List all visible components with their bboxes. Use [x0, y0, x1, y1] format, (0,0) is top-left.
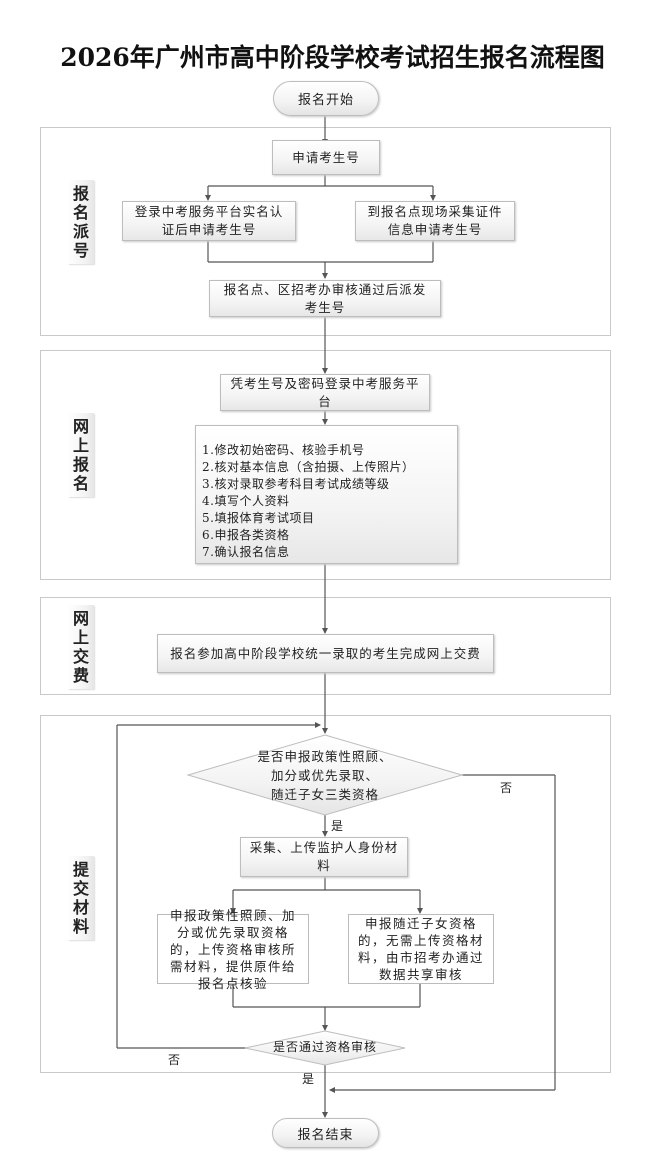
step-migrant-materials: 申报随迁子女资格的，无需上传资格材料，由市招考办通过数据共享审核 — [348, 914, 494, 984]
decision-diamond-qualifications — [186, 734, 464, 816]
label-char: 交 — [72, 647, 89, 666]
task-item: 4.填写个人资料 — [202, 494, 290, 508]
label-char: 号 — [72, 241, 89, 260]
step-apply-number: 申请考生号 — [272, 140, 380, 175]
task-item: 5.填报体育考试项目 — [202, 511, 315, 525]
section-label-online-payment: 网 上 交 费 — [68, 605, 94, 689]
label-char: 费 — [72, 666, 89, 685]
decision-qualifications-text: 是否申报政策性照顾、 加分或优先录取、 随迁子女三类资格 — [225, 747, 425, 804]
decision-line: 加分或优先录取、 — [270, 768, 379, 783]
step-assign-number: 报名点、区招考办审核通过后派发考生号 — [209, 280, 441, 317]
label-char: 材 — [72, 898, 89, 917]
end-terminal: 报名结束 — [272, 1118, 379, 1148]
label-char: 报 — [72, 455, 89, 474]
edge-label-d1-no: 否 — [500, 781, 513, 795]
decision-line: 是否申报政策性照顾、 — [257, 749, 393, 764]
step-policy-materials: 申报政策性照顾、加分或优先录取资格的，上传资格审核所需材料，提供原件给报名点核验 — [157, 908, 309, 991]
label-char: 上 — [72, 436, 89, 455]
step-online-payment: 报名参加高中阶段学校统一录取的考生完成网上交费 — [157, 634, 494, 673]
decision-diamond-review — [244, 1030, 406, 1066]
label-char: 报 — [72, 184, 89, 203]
section-label-registration-number: 报 名 派 号 — [68, 180, 94, 264]
edge-label-d2-no: 否 — [168, 1053, 181, 1067]
label-char: 名 — [72, 203, 89, 222]
start-terminal: 报名开始 — [273, 81, 379, 116]
label-char: 交 — [72, 879, 89, 898]
label-char: 名 — [72, 474, 89, 493]
label-char: 网 — [72, 417, 89, 436]
label-char: 提 — [72, 860, 89, 879]
task-item: 1.修改初始密码、核验手机号 — [202, 443, 365, 457]
task-item: 3.核对录取参考科目考试成绩等级 — [202, 477, 390, 491]
label-char: 派 — [72, 222, 89, 241]
task-item: 2.核对基本信息（含拍摄、上传照片） — [202, 460, 415, 474]
label-char: 上 — [72, 628, 89, 647]
decision-line: 随迁子女三类资格 — [270, 787, 379, 802]
page-title: 2026年广州市高中阶段学校考试招生报名流程图 — [60, 43, 605, 72]
step-online-apply: 登录中考服务平台实名认证后申请考生号 — [122, 201, 296, 241]
step-login-platform: 凭考生号及密码登录中考服务平台 — [220, 374, 430, 411]
step-online-tasks-list: 1.修改初始密码、核验手机号 2.核对基本信息（含拍摄、上传照片） 3.核对录取… — [195, 425, 458, 564]
edge-label-d2-yes: 是 — [302, 1072, 315, 1086]
section-label-submit-materials: 提 交 材 料 — [68, 856, 94, 940]
edge-label-d1-yes: 是 — [331, 819, 344, 833]
section-label-online-registration: 网 上 报 名 — [68, 413, 94, 497]
decision-review-text: 是否通过资格审核 — [272, 1040, 377, 1054]
task-item: 7.确认报名信息 — [202, 545, 290, 559]
label-char: 料 — [72, 917, 89, 936]
step-collect-guardian-materials: 采集、上传监护人身份材料 — [240, 837, 408, 877]
task-item: 6.申报各类资格 — [202, 528, 290, 542]
step-onsite-apply: 到报名点现场采集证件信息申请考生号 — [355, 201, 515, 241]
label-char: 网 — [72, 609, 89, 628]
